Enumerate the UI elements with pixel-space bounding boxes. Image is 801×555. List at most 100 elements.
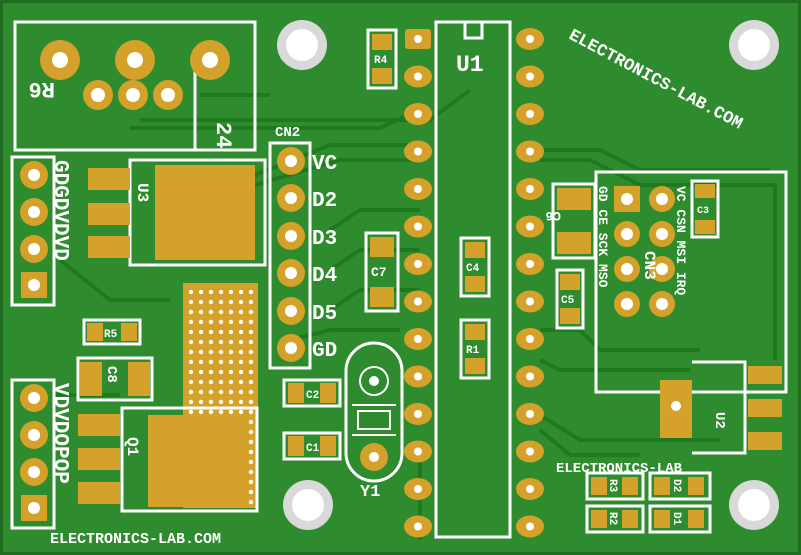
proto-dot: [208, 319, 214, 325]
proto-dot: [218, 289, 224, 295]
proto-dot: [238, 349, 244, 355]
u1-pin-hole: [526, 185, 534, 193]
proto-dot: [188, 369, 194, 375]
proto-dot: [218, 339, 224, 345]
proto-dot: [228, 369, 234, 375]
proto-dot: [248, 489, 254, 495]
mount-hole-tl-inner: [286, 29, 318, 61]
u1-pin-hole: [526, 372, 534, 381]
proto-dot: [188, 299, 194, 305]
proto-dot: [218, 389, 224, 395]
proto-dot: [198, 349, 204, 355]
proto-dot: [218, 379, 224, 385]
proto-dot: [248, 309, 254, 315]
proto-dot: [238, 399, 244, 405]
c6-label: C6: [545, 208, 561, 223]
proto-dot: [228, 349, 234, 355]
proto-dot: [208, 399, 214, 405]
proto-dot: [228, 339, 234, 345]
proto-dot: [228, 379, 234, 385]
r5-resistor: R5: [82, 318, 142, 346]
cn2-pin-3: D3: [312, 228, 337, 251]
proto-dot: [238, 339, 244, 345]
mount-hole-bl-inner: [292, 489, 324, 521]
u1-pin-hole: [414, 185, 422, 193]
proto-dot: [208, 289, 214, 295]
u1-pin-hole: [526, 410, 534, 418]
c8-capacitor: C8: [76, 356, 154, 402]
c4-label: C4: [466, 263, 480, 275]
proto-dot: [248, 329, 254, 335]
r3-label: R3: [606, 479, 618, 493]
cn2-pin-1: VC: [312, 153, 338, 176]
u1-pin-hole: [526, 35, 534, 43]
proto-dot: [228, 409, 234, 415]
cn2-pin-6: GD: [312, 340, 337, 363]
proto-dot: [228, 319, 234, 325]
proto-dot: [238, 389, 244, 395]
u1-pin-hole: [526, 335, 534, 343]
q1-transistor: Q1: [78, 406, 259, 513]
proto-dot: [238, 329, 244, 335]
proto-dot: [198, 309, 204, 315]
proto-dot: [238, 409, 244, 415]
u3-regulator: U3: [88, 158, 267, 267]
c2-capacitor: C2: [282, 378, 342, 408]
u1-pin-hole: [414, 147, 422, 156]
r4-resistor: R4: [366, 28, 398, 90]
proto-dot: [218, 409, 224, 415]
left-bottom-pins-label: VDVDOPOP: [48, 383, 71, 484]
u1-pin-hole: [414, 297, 422, 306]
brand-bottom: ELECTRONICS-LAB.COM: [50, 531, 221, 548]
proto-dot: [248, 399, 254, 405]
proto-dot: [228, 329, 234, 335]
proto-dot: [238, 359, 244, 365]
proto-dot: [198, 389, 204, 395]
c6-capacitor: C6: [545, 182, 597, 260]
u1-pin-hole: [526, 110, 534, 118]
c7-label: C7: [371, 265, 387, 280]
proto-dot: [248, 359, 254, 365]
y1-label: Y1: [360, 483, 380, 502]
proto-dot: [248, 339, 254, 345]
u1-pin-hole: [414, 335, 422, 343]
u1-pin-hole: [526, 147, 534, 156]
proto-dot: [228, 389, 234, 395]
c8-label: C8: [103, 366, 119, 383]
proto-dot: [208, 309, 214, 315]
proto-dot: [238, 289, 244, 295]
proto-dot: [188, 409, 194, 415]
proto-dot: [228, 399, 234, 405]
brand-mid: ELECTRONICS-LAB: [556, 461, 683, 477]
proto-dot: [198, 409, 204, 415]
proto-dot: [198, 369, 204, 375]
proto-dot: [198, 319, 204, 325]
proto-dot: [248, 289, 254, 295]
u1-pin-hole: [414, 260, 422, 268]
proto-dot: [238, 319, 244, 325]
proto-dot: [238, 299, 244, 305]
u1-pin-hole: [526, 72, 534, 81]
r3-resistor: R3: [585, 471, 645, 501]
r4-label: R4: [374, 55, 388, 67]
proto-dot: [238, 379, 244, 385]
p24-label: 24: [210, 122, 235, 148]
u1-pin-hole: [414, 447, 422, 456]
r2-resistor: R2: [585, 504, 645, 534]
c5-label: C5: [561, 295, 575, 307]
proto-dot: [218, 399, 224, 405]
proto-dot: [188, 379, 194, 385]
proto-dot: [238, 369, 244, 375]
u1-chip: U1: [404, 20, 544, 539]
u1-pin-hole: [414, 72, 422, 81]
proto-dot: [188, 339, 194, 345]
cn2-pin-4: D4: [312, 265, 337, 288]
u3-label: U3: [133, 183, 151, 202]
proto-dot: [188, 399, 194, 405]
u1-pin-hole: [526, 297, 534, 306]
proto-dot: [218, 349, 224, 355]
proto-dot: [208, 339, 214, 345]
proto-dot: [218, 359, 224, 365]
